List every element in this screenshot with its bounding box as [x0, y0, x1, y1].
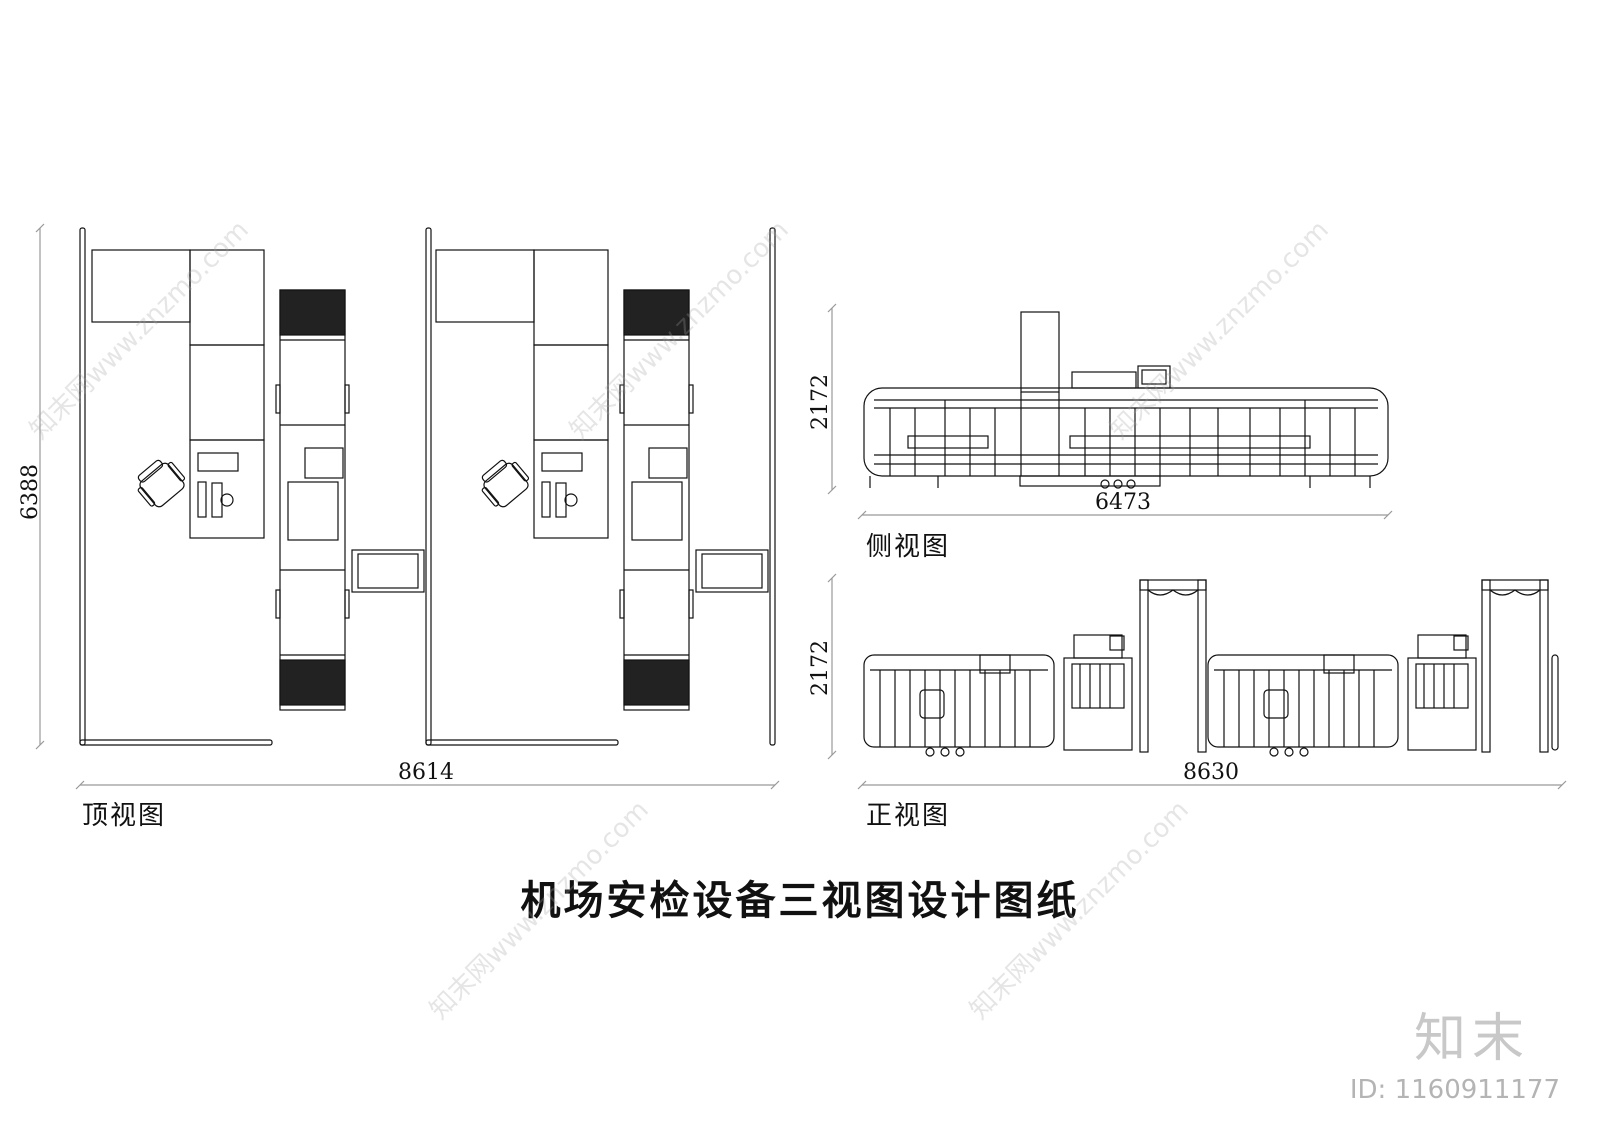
front-group-left: [863, 579, 1207, 757]
front-view-drawing: [827, 573, 1567, 790]
side-view-label: 侧视图: [866, 532, 951, 562]
side-view-width-dim: 6473: [1095, 490, 1151, 515]
top-view-drawing: [35, 223, 780, 790]
drawing-title: 机场安检设备三视图设计图纸: [520, 877, 1080, 924]
top-view-label: 顶视图: [82, 801, 167, 831]
top-view-width-dim: 8614: [398, 760, 454, 785]
top-view-height-dim: 6388: [18, 464, 43, 520]
front-view-height-dim: 2172: [808, 640, 833, 696]
front-view-width-dim: 8630: [1183, 760, 1239, 785]
side-view-drawing: [827, 303, 1393, 520]
top-unit-right: [425, 227, 776, 746]
watermark-id: ID: 1160911177: [1349, 1075, 1560, 1105]
side-view-height-dim: 2172: [808, 374, 833, 430]
front-group-right: [1207, 579, 1559, 757]
side-bars: [889, 392, 1356, 476]
top-unit-left: [79, 227, 425, 746]
watermark-logo: 知末: [1413, 1009, 1530, 1069]
front-view-label: 正视图: [866, 801, 951, 831]
